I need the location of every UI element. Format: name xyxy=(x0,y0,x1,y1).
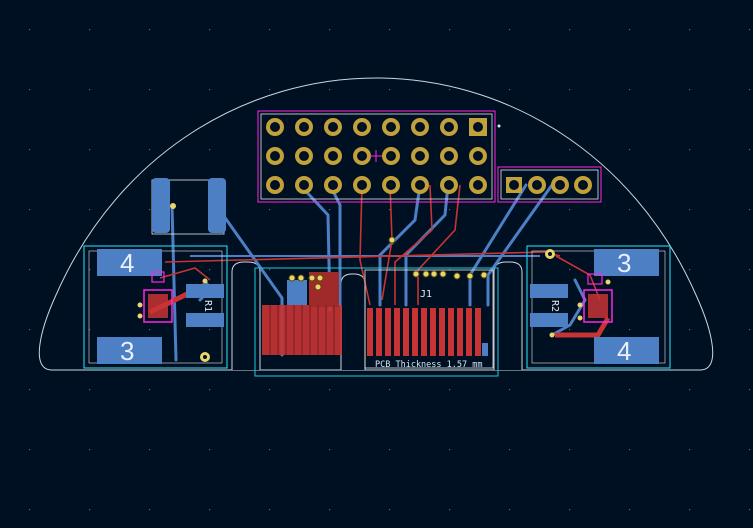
header-1x4-pins[interactable] xyxy=(506,176,592,194)
header-pin-hole xyxy=(473,122,483,132)
header-1x4-pin-hole xyxy=(578,180,588,190)
right-pad-bottom[interactable] xyxy=(594,337,659,364)
header-pin-hole xyxy=(328,151,338,161)
header-pin-hole xyxy=(299,151,309,161)
header-center-crosshair xyxy=(370,150,382,162)
board-edge-outline xyxy=(38,77,714,371)
header-2x8[interactable] xyxy=(257,110,496,203)
header-pin-hole xyxy=(357,180,367,190)
header-1x4-pin-hole xyxy=(532,180,542,190)
header-pin-hole xyxy=(328,122,338,132)
header-pin-hole xyxy=(386,122,396,132)
right-ref-label: R2 xyxy=(549,300,560,312)
header-pin-hole xyxy=(270,122,280,132)
header-pin-hole xyxy=(270,180,280,190)
header-2x8-pins[interactable] xyxy=(266,118,487,194)
header-pin-hole xyxy=(473,180,483,190)
header-pin-hole xyxy=(386,180,396,190)
header-pin-hole xyxy=(444,151,454,161)
front-copper-wide-trace-right xyxy=(555,316,611,338)
header-1x4[interactable] xyxy=(497,166,602,203)
right-pad-bottom-label: 4 xyxy=(617,336,631,366)
center-ref-label: J1 xyxy=(420,289,432,300)
left-ref-label: R1 xyxy=(202,300,213,312)
header-pin-hole xyxy=(299,122,309,132)
header-pin-hole xyxy=(415,151,425,161)
header-pin-hole xyxy=(444,122,454,132)
header-pin-hole xyxy=(299,180,309,190)
right-pad-top[interactable] xyxy=(594,249,659,276)
pin1-marker-dot xyxy=(497,124,501,128)
board-slot-center xyxy=(340,273,366,370)
header-pin-hole xyxy=(415,180,425,190)
edge-fingers-center[interactable] xyxy=(367,308,488,356)
left-pad-top-label: 4 xyxy=(120,248,134,278)
header-pin-hole xyxy=(357,122,367,132)
center-connector-silk xyxy=(364,269,494,369)
header-pin-hole xyxy=(415,122,425,132)
left-module[interactable] xyxy=(83,245,228,369)
edge-fingers-left[interactable] xyxy=(262,272,342,355)
center-connector-courtyard xyxy=(254,267,499,377)
board-slot-left xyxy=(231,261,261,370)
smd-component-upper-left[interactable] xyxy=(151,178,226,235)
header-pin-hole xyxy=(270,151,280,161)
header-1x4-pin-hole xyxy=(509,180,519,190)
header-pin-hole xyxy=(444,180,454,190)
header-pin-hole xyxy=(473,151,483,161)
left-pad-bottom[interactable] xyxy=(97,337,162,364)
header-1x4-pin-hole xyxy=(555,180,565,190)
pcb-thickness-label: PCB Thickness 1.57 mm xyxy=(375,360,482,370)
header-pin-hole xyxy=(328,180,338,190)
header-pin-hole xyxy=(386,151,396,161)
left-pad-top[interactable] xyxy=(97,249,162,276)
front-copper-traces xyxy=(159,184,601,306)
right-module[interactable] xyxy=(526,245,671,369)
via-group-center xyxy=(288,236,488,291)
right-pad-top-label: 3 xyxy=(617,248,631,278)
header-pin-hole xyxy=(357,151,367,161)
left-pad-bottom-label: 3 xyxy=(120,336,134,366)
